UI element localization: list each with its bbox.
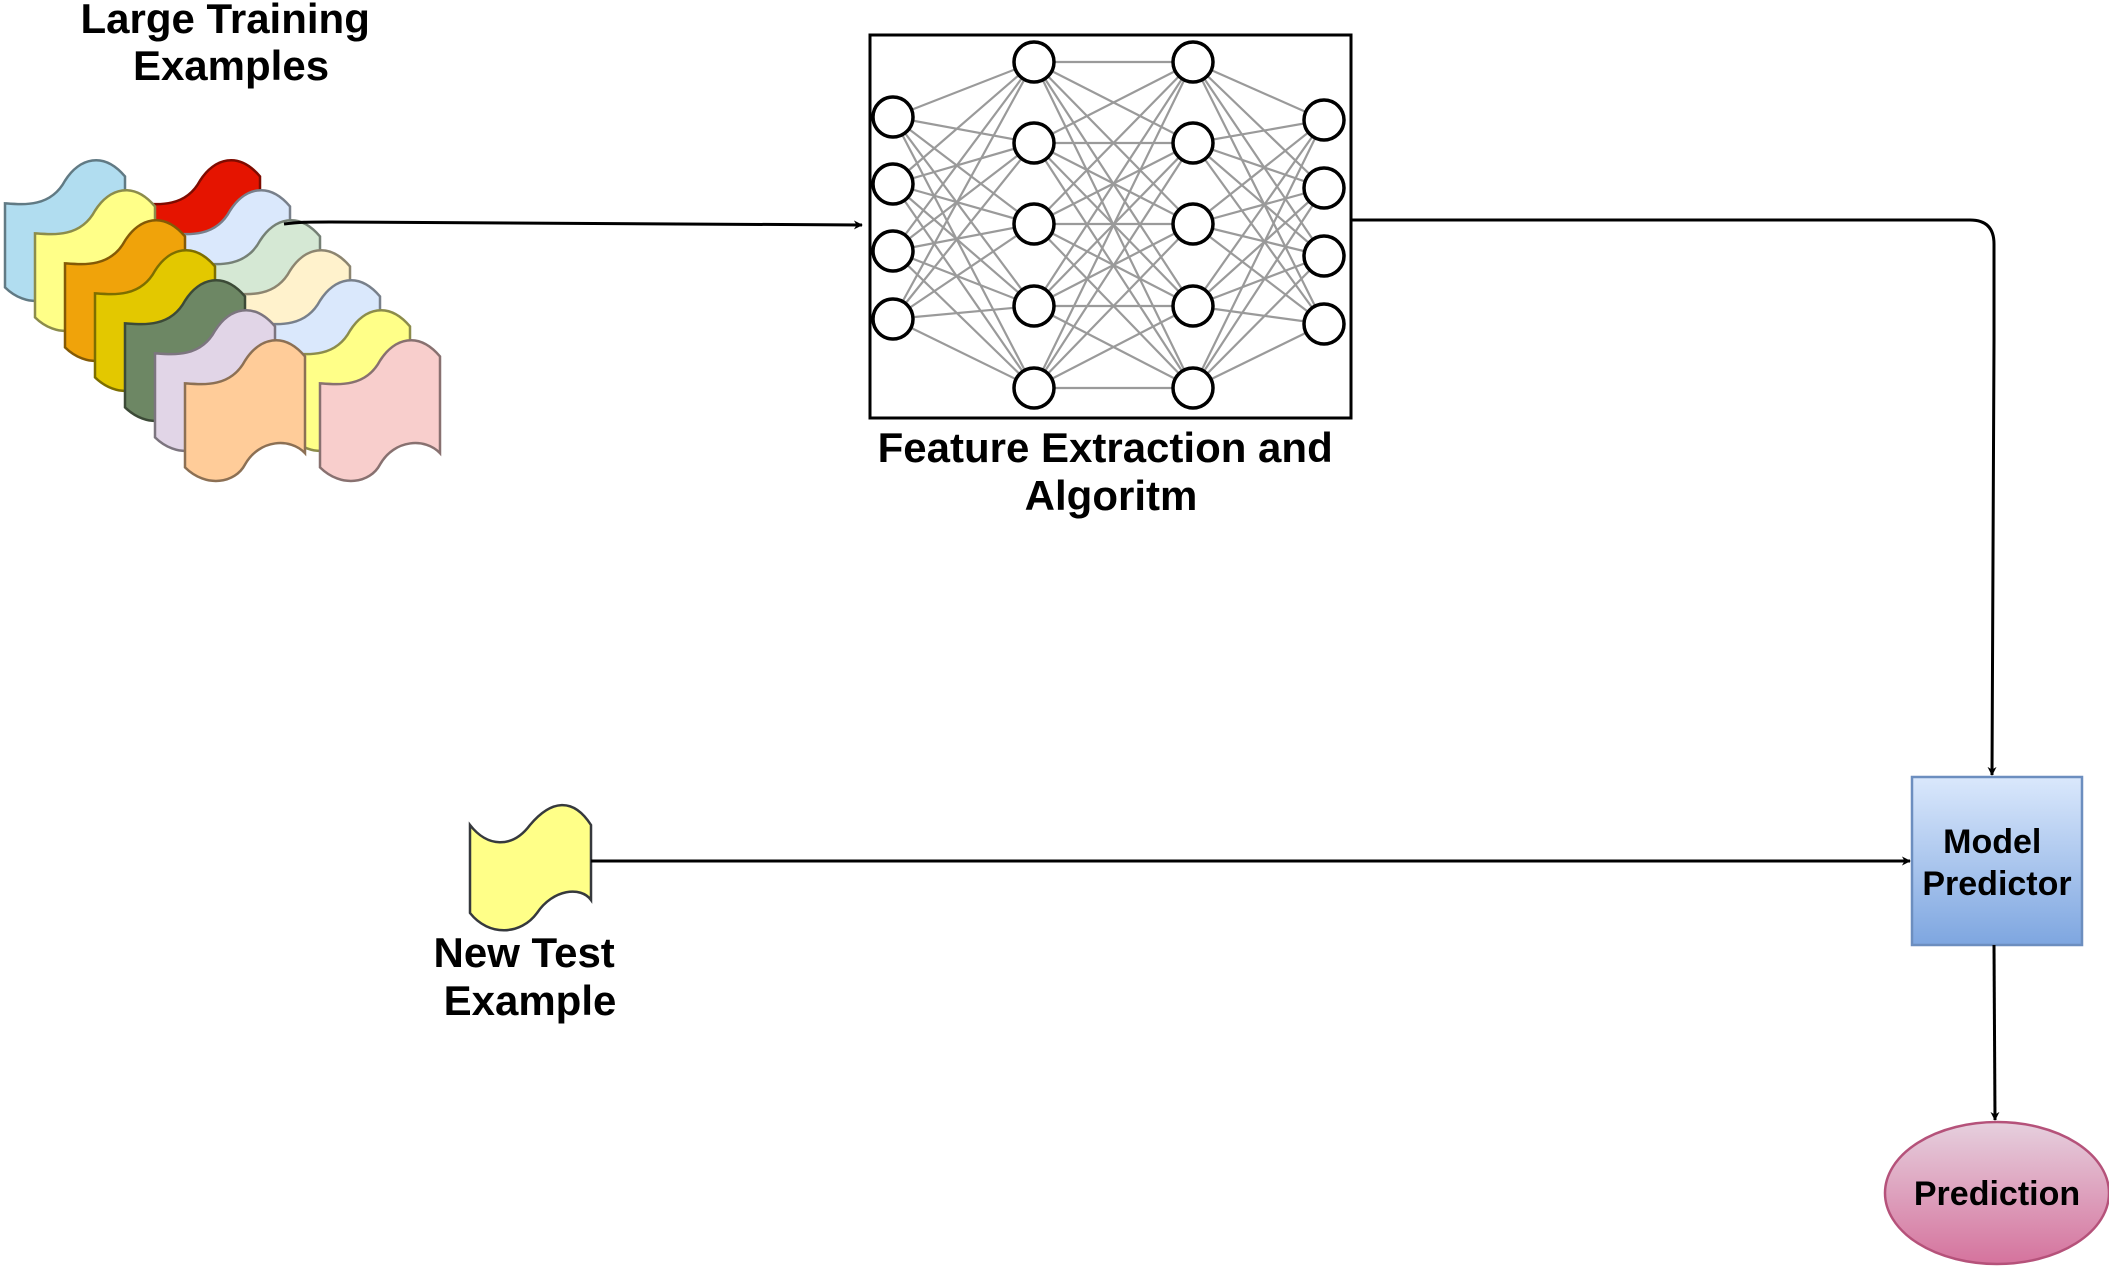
network-edge <box>892 318 1035 389</box>
network-edge <box>892 116 1035 307</box>
feature-extraction-block <box>868 33 1353 420</box>
network-edge <box>1192 304 1325 326</box>
network-edge <box>1033 61 1194 144</box>
network-node-layer2 <box>1012 284 1056 328</box>
network-node-layer2 <box>1012 121 1056 165</box>
network-edge <box>892 142 1035 320</box>
network-edge <box>1033 305 1194 389</box>
network-edge <box>1192 254 1325 308</box>
network-edge <box>892 61 1035 185</box>
arrow-network-to-model <box>1351 218 1997 776</box>
network-edge <box>1033 142 1194 389</box>
network-edge <box>892 115 1035 145</box>
network-edge <box>1192 61 1325 257</box>
feature-extraction-label: Feature Extraction and Algoritm <box>878 424 1345 519</box>
network-edge <box>1033 61 1194 389</box>
network-node-layer4 <box>1302 98 1346 142</box>
network-edge <box>1192 119 1325 389</box>
arrow-model-to-prediction <box>1990 944 2000 1121</box>
network-node-layer3 <box>1171 284 1215 328</box>
network-edge <box>1192 255 1325 389</box>
model-predictor-label: Model Predictor <box>1922 823 2071 903</box>
training-label-line1: Large Training <box>80 0 369 42</box>
network-edge <box>892 250 1035 389</box>
training-examples-label: Large Training Examples <box>80 0 381 89</box>
new-test-sample <box>468 803 593 932</box>
training-samples-stack <box>3 159 442 483</box>
test-label-line2: Example <box>444 977 617 1024</box>
network-edge <box>892 142 1035 252</box>
network-edge <box>892 222 1035 253</box>
network-node-layer1 <box>871 229 915 273</box>
feature-label-line2: Algoritm <box>1025 472 1198 519</box>
network-edge <box>892 183 1035 307</box>
network-nodes <box>871 40 1346 410</box>
test-label-line1: New Test <box>434 929 615 976</box>
network-node-layer4 <box>1302 234 1346 278</box>
network-edge <box>1192 119 1325 225</box>
network-edge <box>892 116 1035 225</box>
network-node-layer2 <box>1012 40 1056 84</box>
network-edge <box>892 141 1035 186</box>
model-predictor-line1: Model <box>1943 823 2041 861</box>
network-node-layer1 <box>871 162 915 206</box>
training-sample-13 <box>183 339 307 483</box>
network-edge <box>1033 223 1194 389</box>
network-edge <box>892 304 1035 321</box>
training-label-line2: Examples <box>133 42 329 89</box>
network-edge <box>1192 223 1325 325</box>
network-node-layer2 <box>1012 366 1056 410</box>
training-sample-14 <box>318 339 442 483</box>
network-node-layer3 <box>1171 121 1215 165</box>
network-node-layer4 <box>1302 166 1346 210</box>
network-edge <box>892 61 1035 320</box>
network-edge <box>892 223 1035 320</box>
network-edge <box>892 182 1035 226</box>
model-predictor-line2: Predictor <box>1922 865 2071 903</box>
network-node-layer2 <box>1012 202 1056 246</box>
network-connections <box>892 60 1325 390</box>
network-edge <box>1192 118 1325 145</box>
network-edge <box>1192 61 1325 325</box>
network-edge <box>1192 142 1325 325</box>
network-edge <box>1192 141 1325 190</box>
network-node-layer3 <box>1171 40 1215 84</box>
prediction-ellipse <box>1883 1120 2109 1266</box>
network-edge <box>892 249 1035 308</box>
prediction-label: Prediction <box>1914 1175 2080 1213</box>
network-edge <box>892 116 1035 389</box>
network-edge <box>1033 61 1194 225</box>
network-edge <box>1192 187 1325 307</box>
network-edge <box>1192 60 1325 122</box>
network-edge <box>1192 187 1325 389</box>
network-node-layer3 <box>1171 366 1215 410</box>
network-edge <box>1192 142 1325 257</box>
network-edge <box>1033 61 1194 307</box>
network-edge <box>1192 222 1325 258</box>
network-edge <box>892 61 1035 252</box>
network-node-layer4 <box>1302 302 1346 346</box>
network-edge <box>1192 119 1325 307</box>
network-node-layer1 <box>871 297 915 341</box>
new-test-label: New Test Example <box>434 929 627 1024</box>
network-node-layer3 <box>1171 202 1215 246</box>
network-node-layer1 <box>871 95 915 139</box>
network-edge <box>892 60 1035 119</box>
feature-label-line1: Feature Extraction and <box>878 424 1333 471</box>
arrow-training-to-network <box>283 220 863 230</box>
network-edge <box>1192 186 1325 226</box>
model-predictor-box <box>1910 775 2084 947</box>
network-edge <box>1192 323 1325 389</box>
